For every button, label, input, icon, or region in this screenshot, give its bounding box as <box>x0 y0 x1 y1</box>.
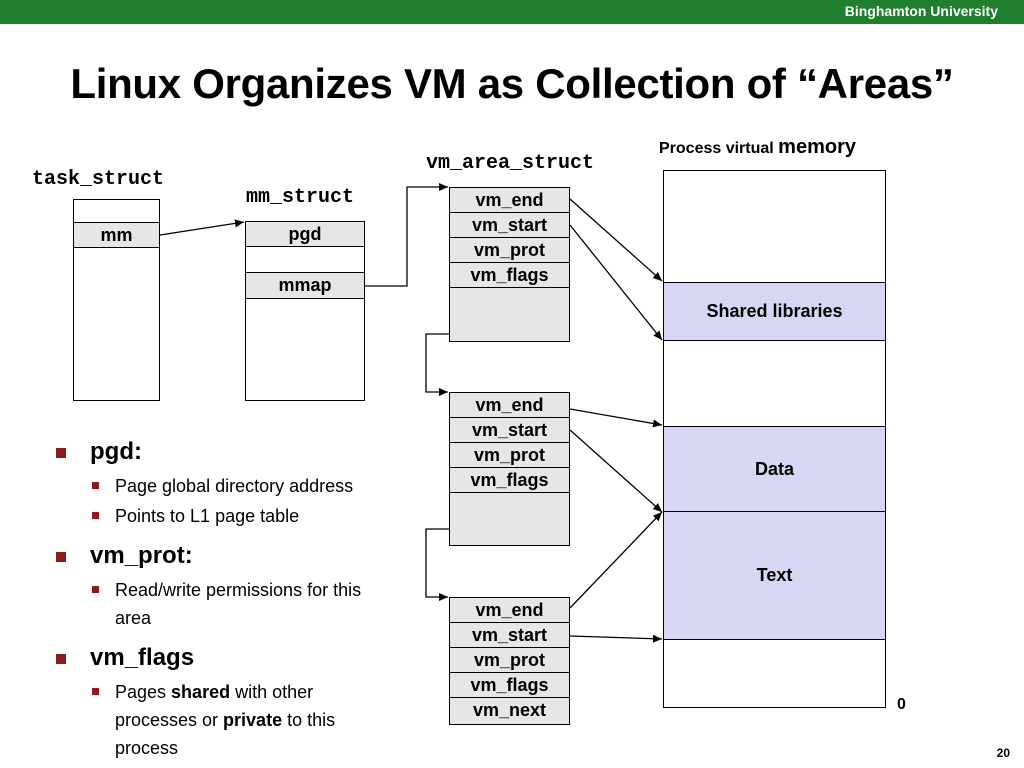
vm3-end-arrow <box>569 511 663 609</box>
process-vm-label: Process virtual memory <box>659 136 856 159</box>
task-struct-mm-field: mm <box>73 222 160 248</box>
vm2-end-arrow <box>569 408 663 428</box>
bullet-square-icon <box>92 482 99 489</box>
vm-area-1-field: vm_prot <box>450 238 569 263</box>
vm-area-3-field: vm_end <box>450 598 569 623</box>
vm-area-3-field: vm_start <box>450 623 569 648</box>
sub-bullet-text-mid: with other processes or <box>115 682 314 730</box>
vm-area-2-field: vm_prot <box>450 443 569 468</box>
vm-area-3: vm_end vm_start vm_prot vm_flags vm_next <box>449 597 570 725</box>
process-vm-suffix: memory <box>778 136 856 158</box>
region-shared-libraries: Shared libraries <box>663 282 886 341</box>
page-number: 20 <box>996 746 1010 760</box>
bullet-square-icon <box>56 552 66 562</box>
vm1-start-arrow <box>569 224 663 341</box>
bullet-pgd: pgd: <box>52 438 412 466</box>
bullet-square-icon <box>56 654 66 664</box>
sub-bullet-text-post: to this process <box>115 710 336 758</box>
vm-area-3-field: vm_flags <box>450 673 569 698</box>
vm-area-2-field: vm_end <box>450 393 569 418</box>
bullet-square-icon <box>92 688 99 695</box>
vm-area-1-field: vm_end <box>450 188 569 213</box>
header-bar: Binghamton University <box>0 0 1024 24</box>
bullet-square-icon <box>92 586 99 593</box>
bullet-vm-prot: vm_prot: <box>52 542 412 570</box>
process-vm-prefix: Process virtual <box>659 140 779 157</box>
mm-struct-pgd-field: pgd <box>245 221 365 247</box>
sub-bullet-text: Read/write permissions for this area <box>115 580 362 628</box>
mm-struct-mmap-field: mmap <box>245 272 365 299</box>
mm-struct-box <box>245 221 365 401</box>
sub-bullet-bold-private: private <box>223 710 283 730</box>
mm-struct-label: mm_struct <box>246 186 355 209</box>
vm-next-1-arrow <box>425 333 449 396</box>
sub-bullet-text: Page global directory address <box>115 476 354 496</box>
region-data: Data <box>663 426 886 512</box>
vm-area-2: vm_end vm_start vm_prot vm_flags <box>449 392 570 546</box>
vm-area-3-field: vm_prot <box>450 648 569 673</box>
address-zero-label: 0 <box>897 696 906 713</box>
slide-title: Linux Organizes VM as Collection of “Are… <box>70 60 954 107</box>
sub-bullet-text-pre: Pages <box>115 682 172 702</box>
bullet-vm-flags-title: vm_flags <box>90 644 195 671</box>
vm1-end-arrow <box>569 198 663 282</box>
vm-area-1-field: vm_flags <box>450 263 569 288</box>
region-text: Text <box>663 511 886 640</box>
sub-bullet-text: Points to L1 page table <box>115 506 300 526</box>
mmap-to-vm-area-arrow <box>365 183 448 287</box>
vm-area-1: vm_end vm_start vm_prot vm_flags <box>449 187 570 342</box>
vm3-start-arrow <box>569 634 663 643</box>
bullet-pgd-title: pgd: <box>90 438 142 465</box>
vm-next-2-arrow <box>425 528 449 601</box>
sub-bullet: Read/write permissions for this area <box>52 576 385 632</box>
mm-to-mm-struct-arrow <box>159 219 245 236</box>
vm-area-struct-label: vm_area_struct <box>426 152 595 175</box>
sub-bullet: Points to L1 page table <box>52 502 412 530</box>
sub-bullet-bold-shared: shared <box>171 682 231 702</box>
vm-area-2-field: vm_flags <box>450 468 569 493</box>
vm-area-3-field: vm_next <box>472 700 547 720</box>
vm2-start-arrow <box>569 429 663 513</box>
task-struct-label: task_struct <box>32 168 165 191</box>
bullet-vm-prot-title: vm_prot: <box>90 542 193 569</box>
bullet-square-icon <box>56 448 66 458</box>
sub-bullet: Page global directory address <box>52 472 412 500</box>
bullet-square-icon <box>92 512 99 519</box>
bullet-vm-flags: vm_flags <box>52 644 412 672</box>
sub-bullet: Pages shared with other processes or pri… <box>52 678 375 762</box>
vm-area-2-field: vm_start <box>450 418 569 443</box>
bullet-list: pgd: Page global directory address Point… <box>52 438 412 764</box>
vm-area-1-field: vm_start <box>450 213 569 238</box>
university-name: Binghamton University <box>844 3 998 19</box>
